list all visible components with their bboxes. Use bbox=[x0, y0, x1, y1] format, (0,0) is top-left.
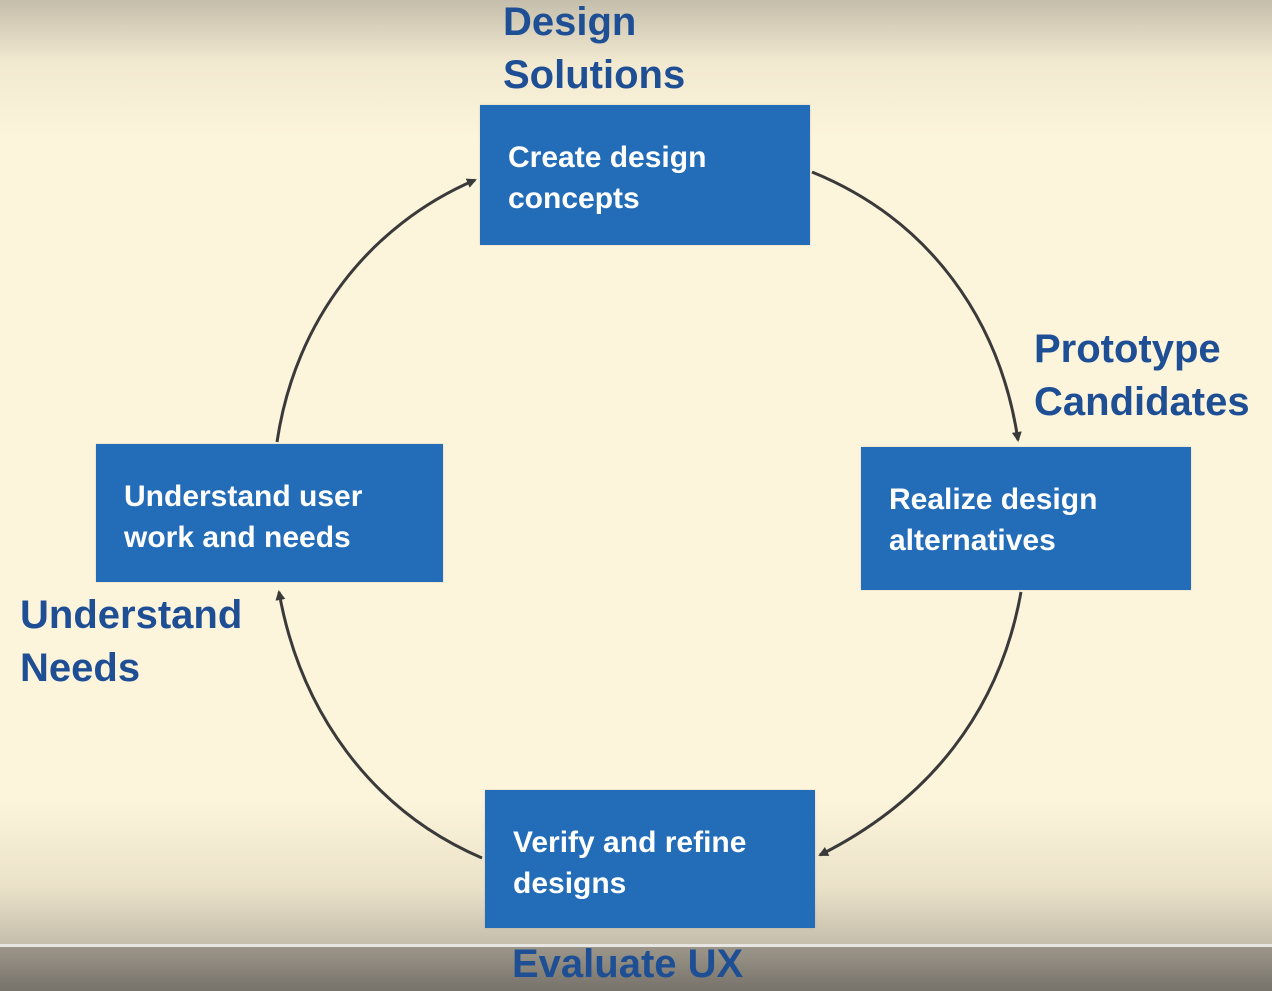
phase-label-design-solutions: Design Solutions bbox=[503, 0, 685, 102]
step-line: Understand user bbox=[124, 480, 363, 513]
step-line: Realize design bbox=[889, 483, 1098, 516]
step-line: concepts bbox=[508, 182, 640, 215]
step-line: alternatives bbox=[889, 524, 1056, 557]
step-understand-user-work: Understand user work and needs bbox=[96, 444, 443, 582]
step-line: Verify and refine bbox=[513, 826, 747, 859]
phase-line: Needs bbox=[20, 646, 141, 690]
arrow-realize-to-verify bbox=[818, 591, 1023, 857]
phase-line: Prototype bbox=[1034, 327, 1221, 371]
step-create-design-concepts: Create design concepts bbox=[480, 105, 810, 245]
phase-line: Understand bbox=[20, 593, 243, 637]
phase-line: Design bbox=[503, 0, 637, 44]
arrow-create-to-realize bbox=[811, 170, 1022, 442]
arrow-understand-to-create bbox=[275, 178, 477, 443]
phase-line: Solutions bbox=[503, 53, 686, 97]
phase-label-understand-needs: Understand Needs bbox=[20, 589, 242, 695]
step-line: Create design bbox=[508, 141, 707, 174]
bottom-strip bbox=[0, 944, 1272, 991]
step-line: designs bbox=[513, 867, 627, 900]
step-verify-and-refine-designs: Verify and refine designs bbox=[485, 790, 815, 928]
phase-label-prototype-candidates: Prototype Candidates bbox=[1034, 323, 1250, 429]
phase-label-evaluate-ux: Evaluate UX bbox=[512, 938, 743, 991]
step-realize-design-alternatives: Realize design alternatives bbox=[861, 447, 1191, 590]
phase-line: Evaluate UX bbox=[512, 942, 744, 986]
phase-line: Candidates bbox=[1034, 380, 1250, 424]
step-line: work and needs bbox=[124, 521, 351, 554]
arrow-verify-to-understand bbox=[275, 590, 483, 860]
